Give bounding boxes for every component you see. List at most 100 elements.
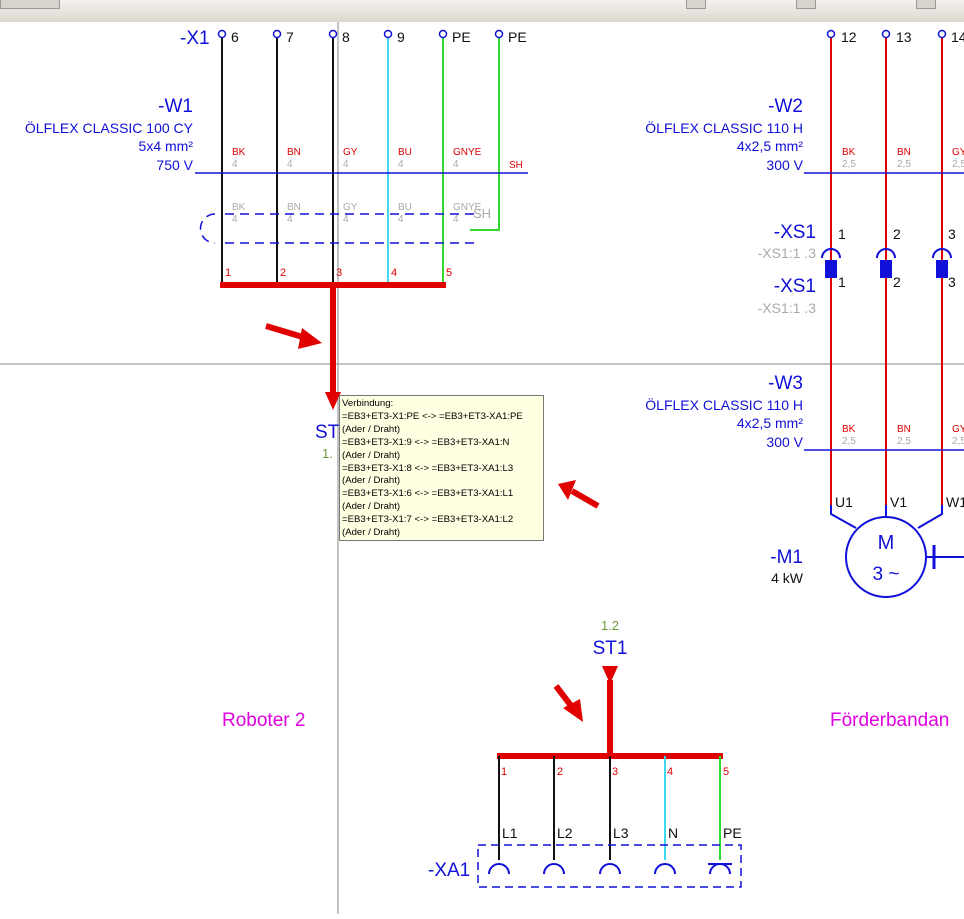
tooltip-line: (Ader / Draht) xyxy=(342,501,541,514)
core-color: GY xyxy=(952,147,964,158)
motor-power: 4 kW xyxy=(771,570,804,586)
interruption-point-st1[interactable]: 1.2 ST1 1 2 3 4 5 xyxy=(497,618,729,778)
core-size-ghost: 4 xyxy=(453,214,459,225)
core-color: BN xyxy=(287,147,301,158)
terminal-point-icon[interactable] xyxy=(828,31,835,38)
terminal-point-icon[interactable] xyxy=(440,31,447,38)
toolbar-handle[interactable] xyxy=(686,0,706,9)
tooltip-line: =EB3+ET3-X1:8 <-> =EB3+ET3-XA1:L3 xyxy=(342,463,541,476)
pin-label: N xyxy=(668,825,678,841)
cable-type: ÖLFLEX CLASSIC 100 CY xyxy=(25,119,194,136)
terminal-label: 6 xyxy=(231,29,239,45)
motor-icon xyxy=(846,517,926,597)
terminal-label: PE xyxy=(508,29,527,45)
tooltip-line: =EB3+ET3-X1:7 <-> =EB3+ET3-XA1:L2 xyxy=(342,514,541,527)
terminal-label: 14 xyxy=(951,29,964,45)
plug-ref: -XS1:1 .3 xyxy=(758,245,817,261)
window-top-strip xyxy=(0,0,964,23)
plug-pin-label: 2 xyxy=(893,274,901,290)
socket-icon xyxy=(655,864,675,874)
cable-voltage: 300 V xyxy=(766,157,803,173)
core-size-ghost: 4 xyxy=(343,214,349,225)
core-size: 2,5 xyxy=(842,436,856,447)
motor-phase: 3 ~ xyxy=(873,564,900,585)
core-color: BN xyxy=(897,424,911,435)
red-arrow-icon xyxy=(556,686,583,722)
cable-voltage: 300 V xyxy=(766,434,803,450)
interruption-ref-partial: 1. xyxy=(322,446,333,461)
motor-lead xyxy=(918,505,942,528)
core-color: GY xyxy=(952,424,964,435)
shield-label: SH xyxy=(509,160,523,171)
bus-number: 5 xyxy=(723,766,729,778)
bus-number: 3 xyxy=(612,766,618,778)
cable-w2[interactable]: -W2 ÖLFLEX CLASSIC 110 H 4x2,5 mm² 300 V… xyxy=(645,96,964,173)
core-color: BN xyxy=(897,147,911,158)
core-size: 2,5 xyxy=(897,436,911,447)
terminal-label: 9 xyxy=(397,29,405,45)
core-color: BU xyxy=(398,147,412,158)
cable-tag: -W3 xyxy=(768,373,803,394)
motor-m1[interactable]: U1 V1 W1 M 3 ~ -M1 4 kW xyxy=(770,494,964,597)
toolbar-handle[interactable] xyxy=(916,0,936,9)
socket-icon xyxy=(489,864,509,874)
interruption-tag-partial: ST xyxy=(315,422,340,443)
core-color: BK xyxy=(842,424,856,435)
red-arrow-icon xyxy=(266,326,322,349)
scrollbar-thumb[interactable] xyxy=(0,0,60,9)
cable-w3[interactable]: -W3 ÖLFLEX CLASSIC 110 H 4x2,5 mm² 300 V… xyxy=(645,373,964,450)
cable-voltage: 750 V xyxy=(156,157,193,173)
bus-number: 3 xyxy=(336,267,342,279)
bus-number: 4 xyxy=(667,766,673,778)
core-color: GY xyxy=(343,147,358,158)
plug-ref: -XS1:1 .3 xyxy=(758,300,817,316)
tooltip-line: =EB3+ET3-X1:9 <-> =EB3+ET3-XA1:N xyxy=(342,437,541,450)
socket-xa1[interactable]: L1 L2 L3 N PE -XA1 xyxy=(428,756,742,887)
core-color-ghost: GY xyxy=(343,202,358,213)
core-size: 4 xyxy=(287,159,293,170)
core-size: 2,5 xyxy=(842,159,856,170)
core-color-ghost: BK xyxy=(232,202,246,213)
terminal-point-icon[interactable] xyxy=(385,31,392,38)
motor-symbol: M xyxy=(878,532,895,554)
plug-pin-label: 2 xyxy=(893,226,901,242)
terminal-label: PE xyxy=(452,29,471,45)
terminal-point-icon[interactable] xyxy=(219,31,226,38)
schematic-canvas[interactable]: -X1 6 7 8 9 PE PE -W1 ÖLFLEX CLASSIC 100… xyxy=(0,22,964,914)
plug-pin-icon xyxy=(825,260,837,278)
toolbar-handle[interactable] xyxy=(796,0,816,9)
plug-tag: -XS1 xyxy=(774,276,816,297)
cable-type: ÖLFLEX CLASSIC 110 H xyxy=(645,119,803,136)
core-color-ghost: BN xyxy=(287,202,301,213)
bus-number: 5 xyxy=(446,267,452,279)
core-size: 2,5 xyxy=(952,159,964,170)
core-size: 4 xyxy=(398,159,404,170)
core-color: GNYE xyxy=(453,147,482,158)
motor-terminal-label: U1 xyxy=(835,494,853,510)
pin-label: L1 xyxy=(502,825,518,841)
terminal-point-icon[interactable] xyxy=(274,31,281,38)
terminal-point-icon[interactable] xyxy=(939,31,946,38)
section-label-left: Roboter 2 xyxy=(222,710,305,731)
plug-pin-label: 1 xyxy=(838,226,846,242)
terminal-point-icon[interactable] xyxy=(330,31,337,38)
plug-pin-label: 1 xyxy=(838,274,846,290)
tooltip-line: (Ader / Draht) xyxy=(342,424,541,437)
interruption-tag: ST1 xyxy=(593,638,628,659)
core-size: 4 xyxy=(453,159,459,170)
terminal-point-icon[interactable] xyxy=(496,31,503,38)
cable-cross-section: 4x2,5 mm² xyxy=(737,415,803,431)
terminal-point-icon[interactable] xyxy=(883,31,890,38)
core-color: BK xyxy=(842,147,856,158)
core-size-ghost: 4 xyxy=(287,214,293,225)
terminal-label: 8 xyxy=(342,29,350,45)
plug-xs1[interactable]: -XS1 -XS1:1 .3 -XS1 -XS1:1 .3 1 2 3 1 2 … xyxy=(758,222,956,316)
terminal-label: 12 xyxy=(841,29,857,45)
core-size: 4 xyxy=(343,159,349,170)
tooltip-line: (Ader / Draht) xyxy=(342,450,541,463)
cable-tag: -W2 xyxy=(768,96,803,117)
core-size-ghost: 4 xyxy=(232,214,238,225)
plug-tag: -XS1 xyxy=(774,222,816,243)
cable-cross-section: 5x4 mm² xyxy=(139,138,194,154)
tooltip-line: =EB3+ET3-X1:6 <-> =EB3+ET3-XA1:L1 xyxy=(342,488,541,501)
